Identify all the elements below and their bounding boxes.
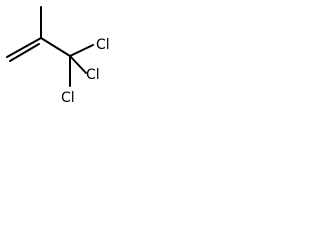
chemical-structure-diagram: Cl Cl Cl: [6, 6, 110, 106]
ccl-bond-top: [69, 55, 87, 74]
chlorine-label-middle: Cl: [86, 67, 100, 83]
chlorine-label-right: Cl: [96, 37, 110, 53]
double-bond-outer: [6, 37, 42, 58]
ccl-bond-right: [69, 44, 94, 57]
double-bond-inner: [9, 43, 40, 62]
chlorine-label-bottom: Cl: [61, 90, 75, 106]
carbon-carbon-bond: [40, 37, 71, 57]
